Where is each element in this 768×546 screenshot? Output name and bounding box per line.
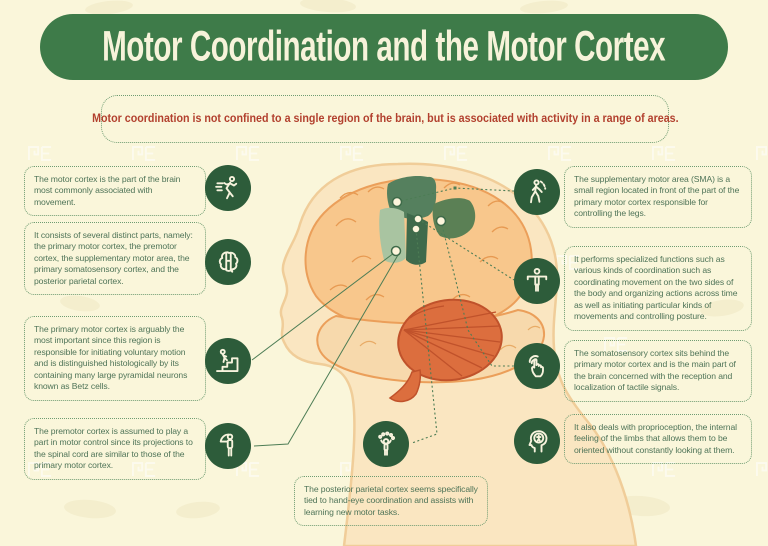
info-card-somatosensory: The somatosensory cortex sits behind the… — [564, 340, 752, 402]
cerebellum-lines — [403, 305, 501, 377]
info-card-sma: The supplementary motor area (SMA) is a … — [564, 166, 752, 228]
watermark-logo — [756, 462, 768, 477]
icon-circle — [514, 258, 560, 304]
ring-markers — [390, 196, 447, 257]
card-text: The supplementary motor area (SMA) is a … — [574, 174, 740, 219]
info-card-primary-motor: The primary motor cortex is arguably the… — [24, 316, 206, 401]
gyri-lines — [329, 182, 509, 301]
icon-circle — [514, 343, 560, 389]
card-text: It also deals with proprioception, the i… — [574, 422, 737, 455]
watermark-logo — [556, 255, 580, 270]
info-card-proprioception: It also deals with proprioception, the i… — [564, 414, 752, 465]
watermark-logo — [132, 146, 156, 161]
watermark-logo — [652, 146, 676, 161]
icon-circle — [205, 239, 251, 285]
card-text: The posterior parietal cortex seems spec… — [304, 484, 478, 517]
subtitle-box: Motor coordination is not confined to a … — [92, 95, 678, 143]
info-card-motor-cortex: The motor cortex is the part of the brai… — [24, 166, 206, 217]
card-text: The primary motor cortex is arguably the… — [34, 324, 188, 392]
icon-circle — [363, 421, 409, 467]
subtitle-text: Motor coordination is not confined to a … — [91, 113, 679, 125]
info-card-premotor: The premotor cortex is assumed to play a… — [24, 418, 206, 480]
info-card-sma-functions: It performs specialized functions such a… — [564, 246, 752, 331]
info-card-distinct-parts: It consists of several distinct parts, n… — [24, 222, 206, 296]
stair-climb-icon — [216, 348, 239, 372]
card-text: It performs specialized functions such a… — [574, 254, 738, 322]
watermark-logo — [548, 146, 572, 161]
watermark-logo — [444, 146, 468, 161]
watermark-logo — [652, 462, 676, 477]
cerebellum — [397, 298, 503, 382]
icon-circle — [205, 338, 251, 384]
juggler-icon — [378, 431, 396, 456]
head-brain-icon — [528, 430, 548, 453]
info-card-posterior-parietal: The posterior parietal cortex seems spec… — [294, 476, 488, 527]
region-posterior-parietal — [432, 198, 476, 239]
card-text: It consists of several distinct parts, n… — [34, 230, 193, 286]
icon-circle — [205, 165, 251, 211]
watermark-logo — [756, 146, 768, 161]
brain-icon — [218, 251, 239, 273]
watermark-logo — [132, 462, 156, 477]
page-title: Motor Coordination and the Motor Cortex — [102, 22, 666, 70]
card-text: The somatosensory cortex sits behind the… — [574, 348, 736, 393]
region-sma-premotor — [387, 175, 437, 219]
posture-icon — [526, 267, 548, 292]
connector-lines — [251, 186, 515, 447]
runner-icon — [215, 175, 238, 200]
walking-icon — [530, 179, 547, 204]
card-text: The motor cortex is the part of the brai… — [34, 174, 181, 207]
watermark-logo — [236, 146, 260, 161]
icon-circle — [514, 418, 560, 464]
card-text: The premotor cortex is assumed to play a… — [34, 426, 193, 471]
brainstem — [388, 369, 422, 403]
icon-circle — [514, 169, 560, 215]
header-banner: Motor Coordination and the Motor Cortex — [40, 14, 728, 80]
watermark-logo — [28, 462, 52, 477]
touch-icon — [528, 355, 544, 378]
icon-circle — [205, 423, 251, 469]
watermark-logo — [340, 146, 364, 161]
arm-raise-icon — [219, 433, 234, 457]
watermark-logo — [28, 146, 52, 161]
